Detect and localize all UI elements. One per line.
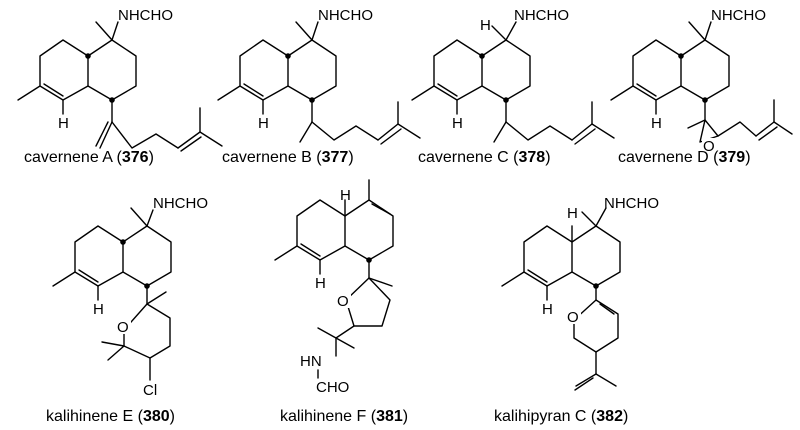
atom-nhcho: NHCHO <box>318 7 373 24</box>
atom-h: H <box>258 115 269 132</box>
structure-380: NHCHO H O Cl <box>52 195 208 399</box>
name-377: cavernene B <box>222 149 312 166</box>
caption-380: kalihinene E (380) <box>46 408 175 425</box>
name-376: cavernene A <box>24 149 113 166</box>
structure-381: H H O HN CHO <box>274 179 394 396</box>
number-376: 376 <box>122 149 149 166</box>
caption-378: cavernene C (378) <box>418 149 551 166</box>
atom-h-top: H <box>480 17 491 34</box>
number-382: 382 <box>596 408 623 425</box>
atom-nhcho: NHCHO <box>514 7 569 24</box>
caption-379: cavernene D (379) <box>618 149 751 166</box>
name-381: kalihinene F <box>280 408 367 425</box>
number-381: 381 <box>376 408 403 425</box>
atom-h: H <box>93 301 104 318</box>
structure-377: NHCHO H <box>217 7 421 145</box>
name-380: kalihinene E <box>46 408 133 425</box>
atom-h-top: H <box>340 187 351 204</box>
structure-378: NHCHO H H <box>411 7 615 145</box>
number-378: 378 <box>519 149 546 166</box>
number-377: 377 <box>322 149 349 166</box>
structure-379: NHCHO H O <box>610 7 793 155</box>
atom-h: H <box>452 115 463 132</box>
caption-376: cavernene A (376) <box>24 149 154 166</box>
atom-nhcho: NHCHO <box>153 195 208 212</box>
atom-o: O <box>337 293 349 310</box>
number-380: 380 <box>143 408 170 425</box>
caption-377: cavernene B (377) <box>222 149 354 166</box>
number-379: 379 <box>719 149 746 166</box>
atom-o: O <box>703 138 715 155</box>
atom-nhcho: NHCHO <box>604 195 659 212</box>
atom-h: H <box>542 301 553 318</box>
caption-381: kalihinene F (381) <box>280 408 408 425</box>
atom-nhcho: NHCHO <box>711 7 766 24</box>
structure-382: NHCHO H H O <box>501 195 659 391</box>
atom-cl: Cl <box>143 382 157 399</box>
name-378: cavernene C <box>418 149 509 166</box>
atom-o: O <box>567 309 579 326</box>
atom-nhcho: NHCHO <box>118 7 173 24</box>
atom-cho: CHO <box>316 379 349 396</box>
atom-hn: HN <box>300 353 322 370</box>
atom-o: O <box>117 319 129 336</box>
name-379: cavernene D <box>618 149 709 166</box>
name-382: kalihipyran C <box>494 408 586 425</box>
atom-h: H <box>651 115 662 132</box>
atom-h: H <box>315 275 326 292</box>
atom-h-top: H <box>567 205 578 222</box>
caption-382: kalihipyran C (382) <box>494 408 628 425</box>
atom-h: H <box>58 115 69 132</box>
structure-376: NHCHO H <box>17 7 223 152</box>
